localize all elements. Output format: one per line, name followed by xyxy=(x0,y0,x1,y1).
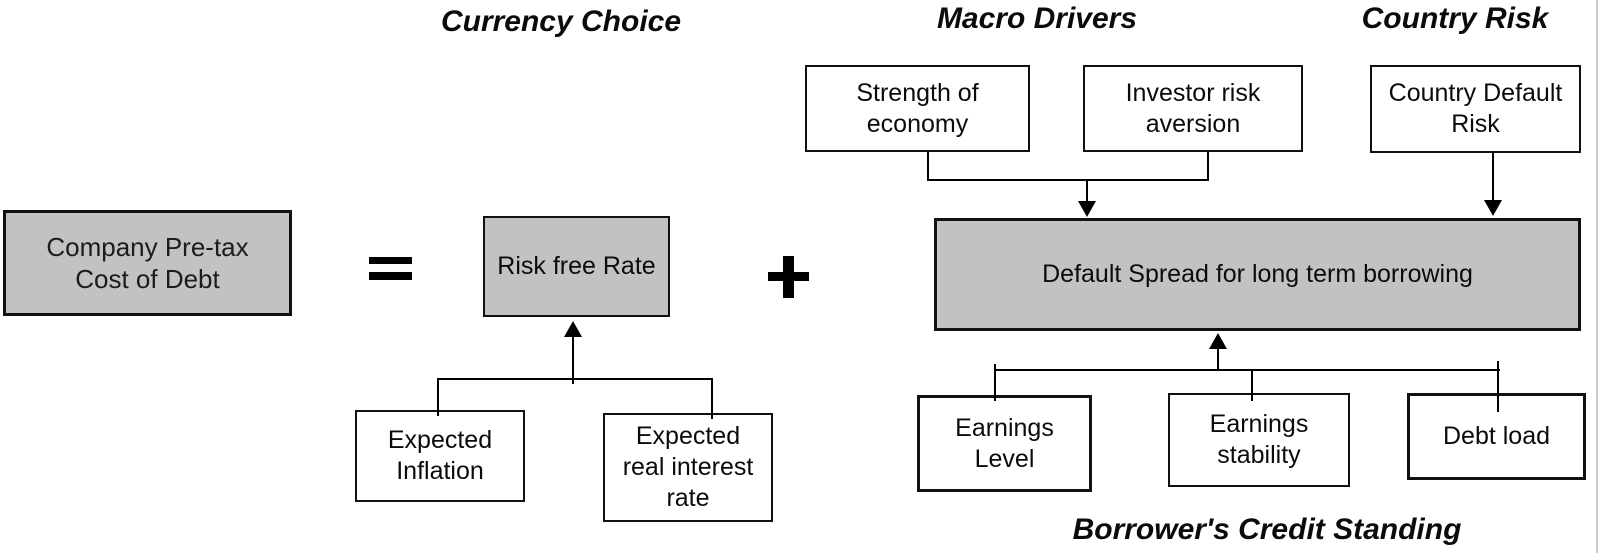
arrow-up-head-icon xyxy=(564,321,582,337)
country-default-risk-box: Country Default Risk xyxy=(1370,65,1581,153)
box-label: Expected Inflation xyxy=(387,426,493,485)
box-label: Investor risk aversion xyxy=(1125,78,1261,138)
borrowers-credit-standing-label: Borrower's Credit Standing xyxy=(1072,513,1462,546)
box-label: Debt load xyxy=(1442,422,1551,450)
default-spread-box: Default Spread for long term borrowing xyxy=(934,218,1581,331)
country-risk-label: Country Risk xyxy=(1361,2,1549,35)
expected-real-interest-rate-box: Expected real interest rate xyxy=(603,413,773,522)
connector-line xyxy=(927,179,1209,181)
box-label: Earnings Level xyxy=(955,413,1054,473)
box-label: Strength of economy xyxy=(856,78,979,138)
box-label: Company Pre-tax Cost of Debt xyxy=(46,231,249,294)
earnings-stability-box: Earnings stability xyxy=(1168,393,1350,487)
connector-line xyxy=(1492,153,1494,201)
connector-line xyxy=(1217,349,1219,370)
risk-free-rate-box: Risk free Rate xyxy=(483,216,670,317)
equals-bottom-bar xyxy=(369,272,412,280)
connector-line xyxy=(995,369,1500,371)
box-label: Default Spread for long term borrowing xyxy=(1042,260,1473,288)
connector-line xyxy=(711,378,713,419)
arrow-down-head-icon xyxy=(1484,200,1502,216)
macro-drivers-label: Macro Drivers xyxy=(936,2,1138,35)
connector-line xyxy=(1251,369,1253,401)
arrow-up-head-icon xyxy=(1209,333,1227,349)
connector-line xyxy=(994,364,996,401)
box-label: Risk free Rate xyxy=(497,252,656,280)
arrow-down-head-icon xyxy=(1078,201,1096,217)
image-right-border xyxy=(1596,0,1598,553)
plus-horizontal-bar xyxy=(768,272,809,281)
currency-choice-label: Currency Choice xyxy=(440,5,682,38)
connector-line xyxy=(438,378,713,380)
box-label: Country Default Risk xyxy=(1388,79,1563,138)
expected-inflation-box: Expected Inflation xyxy=(355,410,525,502)
connector-line xyxy=(1207,152,1209,181)
box-label: Earnings stability xyxy=(1209,410,1309,469)
equals-top-bar xyxy=(369,257,412,264)
box-label: Expected real interest rate xyxy=(622,422,754,512)
investor-risk-aversion-box: Investor risk aversion xyxy=(1083,65,1303,152)
connector-line xyxy=(1497,361,1499,412)
debt-load-box: Debt load xyxy=(1407,393,1586,480)
earnings-level-box: Earnings Level xyxy=(917,395,1092,492)
company-pretax-cost-of-debt-box: Company Pre-tax Cost of Debt xyxy=(3,210,292,316)
strength-of-economy-box: Strength of economy xyxy=(805,65,1030,152)
connector-line xyxy=(1086,180,1088,204)
connector-line xyxy=(927,152,929,181)
connector-line xyxy=(437,378,439,416)
connector-line xyxy=(572,336,574,384)
